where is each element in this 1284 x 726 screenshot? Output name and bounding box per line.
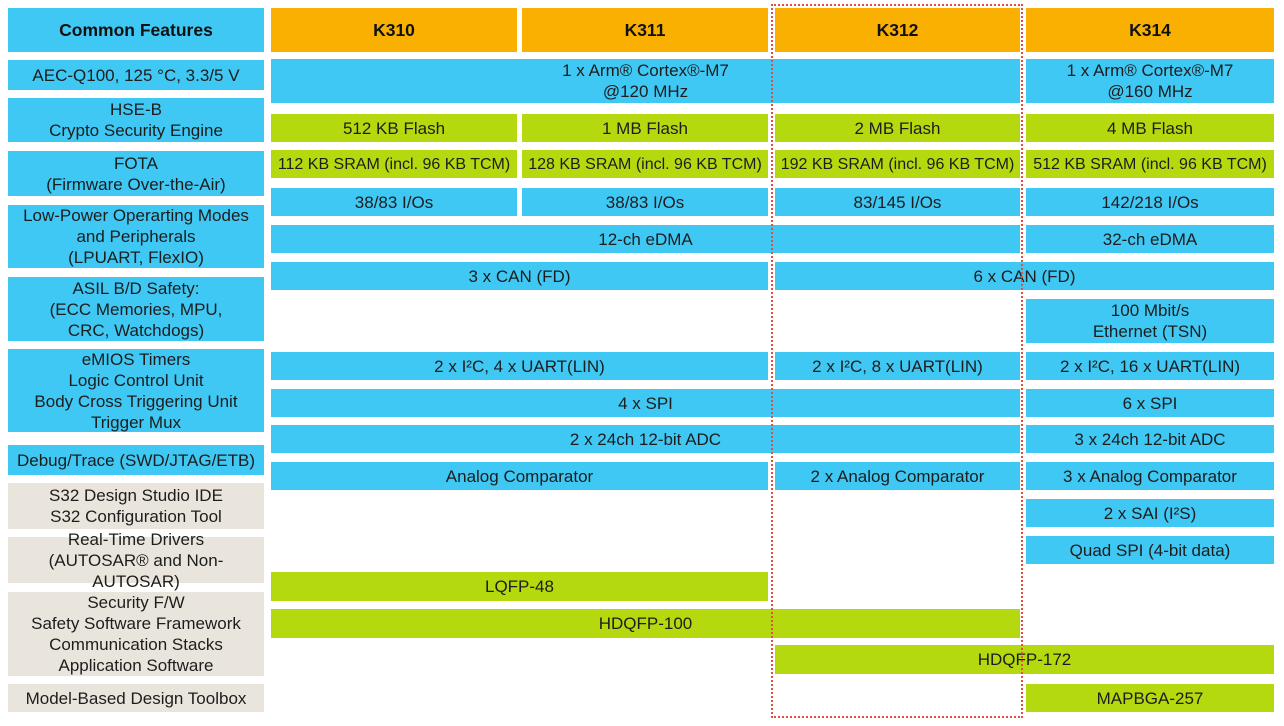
cell-flash-k314: 4 MB Flash: [1026, 114, 1274, 142]
cell-quad-spi-k314: Quad SPI (4-bit data): [1026, 536, 1274, 564]
cell-package-hdqfp100: HDQFP-100: [271, 609, 1020, 638]
cell-comparator-k310-k311: Analog Comparator: [271, 462, 768, 490]
cell-ethernet-k314: 100 Mbit/s Ethernet (TSN): [1026, 299, 1274, 343]
feature-fota: FOTA (Firmware Over-the-Air): [8, 151, 264, 196]
cell-comparator-k312: 2 x Analog Comparator: [775, 462, 1020, 490]
common-features-title: Common Features: [59, 19, 213, 40]
cell-ios-k312: 83/145 I/Os: [775, 188, 1020, 216]
cell-i2c-uart-k310-k311: 2 x I²C, 4 x UART(LIN): [271, 352, 768, 380]
cell-ios-k310: 38/83 I/Os: [271, 188, 517, 216]
cell-package-lqfp48: LQFP-48: [271, 572, 768, 601]
feature-low-power-modes: Low-Power Operarting Modes and Periphera…: [8, 205, 264, 268]
cell-ios-k314: 142/218 I/Os: [1026, 188, 1274, 216]
cell-flash-k310: 512 KB Flash: [271, 114, 517, 142]
column-header-k312: K312: [775, 8, 1020, 52]
feature-model-based-toolbox: Model-Based Design Toolbox: [8, 684, 264, 712]
cell-cpu-k310-k312: 1 x Arm® Cortex®-M7 @120 MHz: [271, 59, 1020, 103]
cell-ios-k311: 38/83 I/Os: [522, 188, 768, 216]
cell-i2c-uart-k314: 2 x I²C, 16 x UART(LIN): [1026, 352, 1274, 380]
feature-real-time-drivers: Real-Time Drivers (AUTOSAR® and Non-AUTO…: [8, 530, 264, 591]
cell-can-k312-k314: 6 x CAN (FD): [775, 262, 1274, 290]
cell-sram-k314: 512 KB SRAM (incl. 96 KB TCM): [1026, 150, 1274, 178]
cell-flash-k312: 2 MB Flash: [775, 114, 1020, 142]
feature-aec-q100: AEC-Q100, 125 °C, 3.3/5 V: [8, 60, 264, 90]
cell-flash-k311: 1 MB Flash: [522, 114, 768, 142]
column-header-k310: K310: [271, 8, 517, 52]
feature-emios-timers: eMIOS Timers Logic Control Unit Body Cro…: [8, 349, 264, 432]
cell-edma-k314: 32-ch eDMA: [1026, 225, 1274, 253]
cell-cpu-k314: 1 x Arm® Cortex®-M7 @160 MHz: [1026, 59, 1274, 103]
cell-sram-k312: 192 KB SRAM (incl. 96 KB TCM): [775, 150, 1020, 178]
common-features-header: Common Features: [8, 8, 264, 52]
cell-comparator-k314: 3 x Analog Comparator: [1026, 462, 1274, 490]
cell-spi-k310-k312: 4 x SPI: [271, 389, 1020, 417]
cell-adc-k314: 3 x 24ch 12-bit ADC: [1026, 425, 1274, 453]
cell-sram-k310: 112 KB SRAM (incl. 96 KB TCM): [271, 150, 517, 178]
cell-spi-k314: 6 x SPI: [1026, 389, 1274, 417]
column-header-k314: K314: [1026, 8, 1274, 52]
cell-edma-k310-k312: 12-ch eDMA: [271, 225, 1020, 253]
cell-i2c-uart-k312: 2 x I²C, 8 x UART(LIN): [775, 352, 1020, 380]
cell-can-k310-k311: 3 x CAN (FD): [271, 262, 768, 290]
feature-asil-safety: ASIL B/D Safety: (ECC Memories, MPU, CRC…: [8, 277, 264, 341]
cell-sram-k311: 128 KB SRAM (incl. 96 KB TCM): [522, 150, 768, 178]
cell-sai-k314: 2 x SAI (I²S): [1026, 499, 1274, 527]
cell-package-hdqfp172: HDQFP-172: [775, 645, 1274, 674]
cell-package-mapbga257: MAPBGA-257: [1026, 684, 1274, 712]
feature-hse-crypto: HSE-B Crypto Security Engine: [8, 98, 264, 142]
feature-s32-design-studio: S32 Design Studio IDE S32 Configuration …: [8, 483, 264, 529]
column-header-k311: K311: [522, 8, 768, 52]
feature-debug-trace: Debug/Trace (SWD/JTAG/ETB): [8, 445, 264, 475]
feature-security-sw-stack: Security F/W Safety Software Framework C…: [8, 592, 264, 676]
cell-adc-k310-k312: 2 x 24ch 12-bit ADC: [271, 425, 1020, 453]
